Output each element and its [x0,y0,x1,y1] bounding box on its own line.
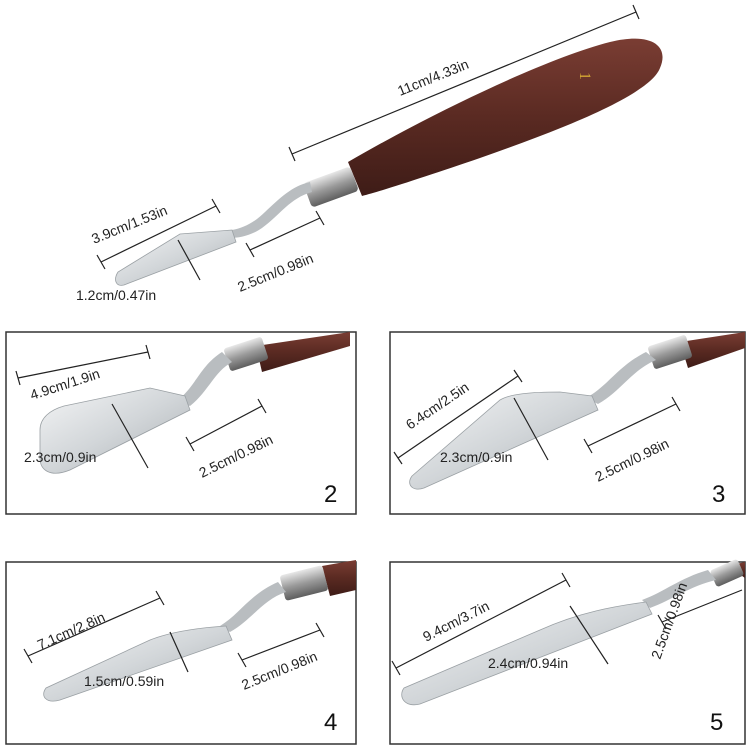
neck-length-dimension-line [249,217,321,251]
knife-blade [401,601,653,706]
panel-number: 4 [324,709,337,736]
knife-blade [43,625,233,702]
handle-length-dimension-line [291,11,637,155]
knife-handle [256,332,350,372]
blade-width-dimension-line [177,239,201,281]
knife-neck [586,352,656,404]
knife-blade [39,387,191,474]
blade-width-label: 2.3cm/0.9in [440,449,512,465]
knife-blade [409,391,599,490]
main-knife-neck [230,182,312,238]
blade-width-label: 1.2cm/0.47in [76,287,156,303]
panel-knife-5: 9.4cm/3.7in 2.4cm/0.94in 2.5cm/0.98in 5 [389,559,746,745]
main-knife-handle [348,38,663,197]
main-knife-number-mark: 1 [576,72,593,80]
knife-ferrule [648,335,692,369]
main-knife: 1 11cm/4.33in 3.9cm/1.53in 1.2cm/0.47in … [76,4,663,303]
knife-ferrule [224,337,268,371]
panel-knife-3: 6.4cm/2.5in 2.3cm/0.9in 2.5cm/0.98in 3 [389,331,746,515]
knife-handle [322,560,356,596]
knife-ferrule [710,559,744,587]
knife-neck [178,352,232,406]
main-knife-ferrule [304,167,358,207]
knife-ferrule [280,565,328,601]
knife-neck [642,570,716,608]
panel-knife-4: 7.1cm/2.8in 1.5cm/0.59in 2.5cm/0.98in 4 [5,560,357,745]
knife-handle [680,332,745,368]
blade-width-label: 1.5cm/0.59in [84,673,164,689]
neck-length-label: 2.5cm/0.98in [235,250,315,295]
panel-number: 2 [324,481,337,508]
handle-length-label: 11cm/4.33in [395,56,471,99]
panel-frame [389,561,746,745]
blade-length-dimension-line [100,205,217,263]
blade-width-label: 2.4cm/0.94in [488,655,568,671]
blade-length-label: 3.9cm/1.53in [89,202,169,247]
panel-number: 3 [712,481,725,508]
panel-number: 5 [710,709,723,736]
main-knife-blade [115,229,237,286]
blade-width-label: 2.3cm/0.9in [24,449,96,465]
panel-knife-2: 4.9cm/1.9in 2.3cm/0.9in 2.5cm/0.98in 2 [5,331,357,515]
knife-neck [220,582,286,632]
